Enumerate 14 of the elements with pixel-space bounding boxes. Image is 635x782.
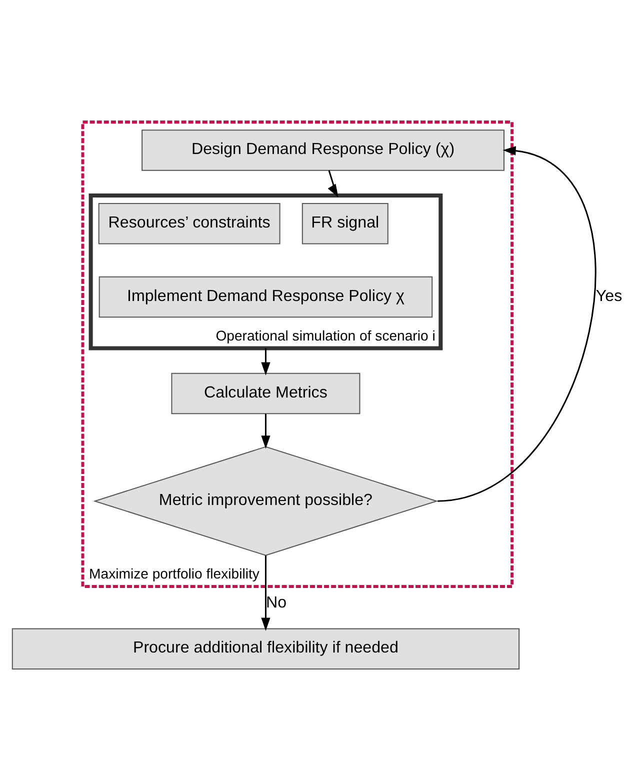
arrow: [261, 413, 270, 448]
node-box: Resources’ constraints: [98, 202, 280, 244]
arrow: [261, 555, 270, 630]
arrow: [328, 170, 338, 197]
edge-label: No: [266, 592, 287, 611]
edge-label: Yes: [596, 286, 622, 304]
node-box: Calculate Metrics: [171, 372, 360, 414]
arrow: [261, 348, 270, 375]
node-box: Design Demand Response Policy (χ): [142, 129, 504, 170]
node-diamond: Metric improvement possible?: [93, 446, 438, 556]
node-box: FR signal: [302, 202, 388, 244]
node-box: Implement Demand Response Policy χ: [98, 276, 433, 318]
arrow: [438, 146, 596, 502]
node-box: Procure additional flexibility if needed: [12, 628, 520, 669]
